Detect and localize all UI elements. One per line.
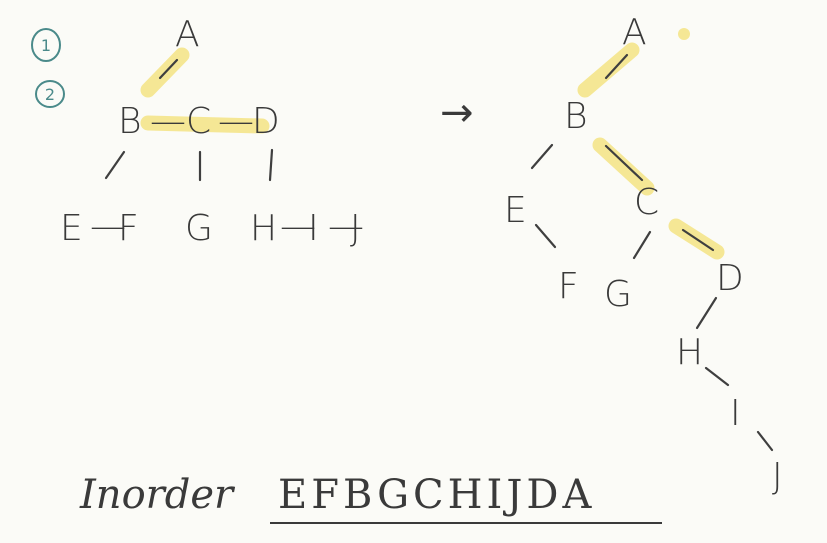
right-node-g: G bbox=[604, 274, 632, 315]
left-node-a: A bbox=[175, 14, 200, 55]
right-node-c: C bbox=[634, 182, 659, 223]
left-node-c: C bbox=[186, 101, 211, 142]
left-sibling-link-e-f: — bbox=[90, 206, 126, 247]
right-node-d: D bbox=[716, 258, 744, 299]
inorder-traversal: Inorder EFBGCHIJDA bbox=[79, 472, 662, 524]
left-node-b: B bbox=[118, 101, 142, 142]
right-node-a: A bbox=[622, 12, 647, 53]
step-marker-2-circle bbox=[35, 80, 65, 108]
right-edge-i-j bbox=[756, 430, 774, 452]
left-edge-a-b bbox=[158, 58, 179, 80]
right-node-e: E bbox=[504, 190, 527, 231]
step-marker-1: 1 bbox=[41, 36, 51, 55]
right-node-j: J bbox=[772, 456, 783, 497]
right-node-b: B bbox=[564, 96, 588, 137]
step-markers: 1 2 bbox=[31, 28, 65, 108]
left-sibling-link-h-i: — bbox=[280, 206, 316, 247]
left-node-j: J bbox=[350, 208, 361, 249]
step-marker-2: 2 bbox=[45, 85, 55, 104]
left-node-e: E bbox=[60, 208, 83, 249]
right-highlight-b-c bbox=[592, 137, 655, 196]
right-edge-b-c bbox=[604, 144, 644, 182]
left-node-g: G bbox=[185, 208, 213, 249]
left-node-h: H bbox=[250, 208, 277, 249]
right-edge-c-d bbox=[681, 228, 715, 252]
right-edge-e-f bbox=[534, 223, 557, 249]
left-sibling-link-i-j: — bbox=[328, 206, 364, 247]
right-binary-tree: A B E C F G D H I J bbox=[504, 12, 783, 497]
left-edge-b-e bbox=[104, 150, 126, 180]
right-node-h: H bbox=[676, 332, 703, 373]
inorder-label: Inorder bbox=[79, 472, 236, 518]
left-sibling-link-c-d: — bbox=[218, 101, 254, 142]
left-edge-d-h bbox=[268, 148, 274, 182]
right-highlight-a-dot bbox=[678, 28, 690, 40]
left-node-f: F bbox=[118, 208, 139, 249]
right-edge-h-i bbox=[704, 366, 730, 387]
left-sibling-link-b-c: — bbox=[150, 101, 186, 142]
right-edge-b-e bbox=[530, 143, 554, 170]
right-node-i: I bbox=[730, 393, 741, 434]
left-highlight-b-c-d bbox=[140, 115, 270, 134]
step-marker-1-circle bbox=[31, 28, 61, 62]
left-node-d: D bbox=[252, 101, 280, 142]
right-node-f: F bbox=[558, 266, 579, 307]
right-edge-c-g bbox=[632, 230, 652, 260]
left-general-tree: A B — C — D E — F G H — I — J bbox=[60, 14, 364, 249]
right-edge-d-h bbox=[695, 296, 718, 330]
left-node-i: I bbox=[308, 208, 319, 249]
right-edge-a-b bbox=[604, 53, 629, 80]
conversion-arrow: → bbox=[440, 90, 474, 136]
inorder-sequence: EFBGCHIJDA bbox=[278, 472, 595, 518]
